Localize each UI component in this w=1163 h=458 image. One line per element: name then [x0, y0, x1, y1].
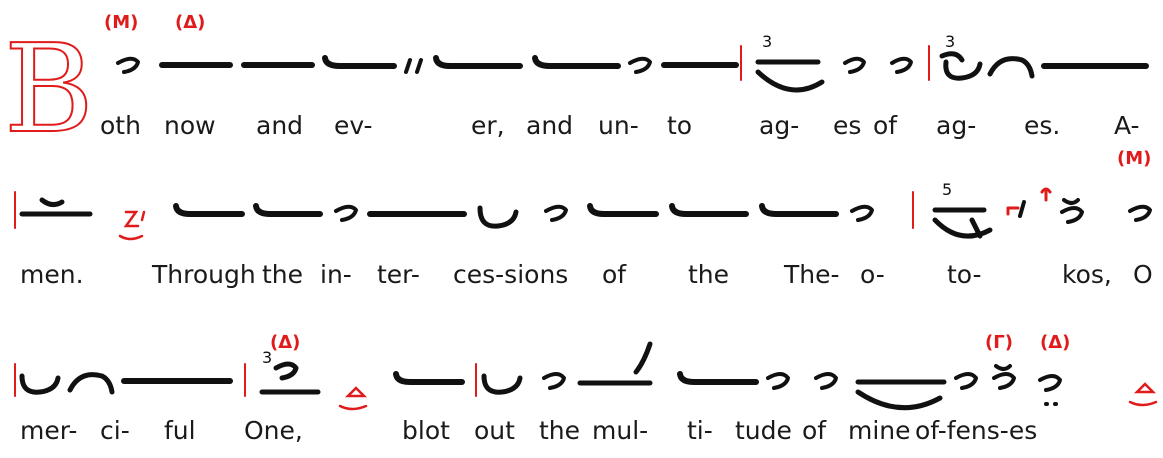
modal-annotation-delta: (Δ): [270, 332, 301, 353]
neume-apostrophos: [542, 372, 566, 390]
beat-number: 5: [942, 180, 953, 199]
neume-oligon: [393, 371, 465, 385]
neume-apostrophos: [1128, 204, 1152, 222]
lyric-syllable: One,: [244, 416, 303, 445]
lyric-syllable: and: [526, 111, 574, 140]
neume-gorgon-slur: [755, 59, 825, 93]
neume-oligon: [322, 55, 397, 69]
beat-number: 3: [945, 32, 956, 51]
neume-ison-with-petaste: [19, 197, 93, 217]
lyric-syllable: of: [873, 111, 898, 140]
neume-ison-with-apostrophos: [259, 361, 321, 395]
lyric-syllable: mine: [848, 416, 911, 445]
neume-apostrophos: [843, 56, 866, 74]
neume-apostrophos: [544, 204, 568, 222]
lyric-syllable: mul-: [592, 416, 649, 445]
lyric-syllable: and: [256, 111, 304, 140]
lyric-syllable: o-: [860, 260, 885, 289]
lyric-syllable: now: [164, 111, 216, 140]
neume-apostrophos: [814, 372, 838, 390]
neume-oligon: [759, 203, 839, 217]
staff-line-1: B (M) (Δ) 3 3 oth now and ev- er, and un…: [0, 0, 1163, 151]
neume-apostrophos-with-petaste: [992, 364, 1016, 390]
lyric-syllable: O: [1133, 260, 1153, 289]
modal-annotation-gamma: (Γ): [985, 332, 1013, 353]
neume-gorgon-slur: [932, 207, 993, 239]
lyric-syllable: of-fens-es: [915, 416, 1038, 445]
lyric-syllable: kos,: [1062, 260, 1112, 289]
drop-cap-initial: B: [3, 18, 95, 160]
neume-kentima: [481, 373, 523, 395]
lyric-syllable: Through: [152, 260, 256, 289]
martyria-sign: [118, 210, 146, 241]
lyric-syllable: oth: [100, 111, 141, 140]
neume-kentima: [19, 373, 61, 395]
lyric-syllable: ti-: [687, 416, 713, 445]
neume-oligon: [532, 55, 621, 69]
neume-oligon: [253, 203, 323, 217]
neume-row-1: [116, 45, 1149, 93]
lyric-syllable: blot: [402, 416, 450, 445]
martyria-sign: [338, 386, 368, 411]
neume-oligon: [433, 55, 523, 69]
neume-hyporroe: [67, 372, 115, 395]
neume-kentima: [939, 51, 983, 81]
beat-number: 3: [762, 32, 773, 51]
neume-apostrophos: [334, 204, 358, 222]
lyric-syllable: the: [688, 260, 730, 289]
lyric-syllable: ful: [164, 416, 196, 445]
lyric-syllable: ag-: [759, 111, 800, 140]
lyric-syllable: the: [539, 416, 581, 445]
lyric-syllable: un-: [598, 111, 639, 140]
lyric-syllable: ces-sions: [453, 260, 569, 289]
lyric-syllable: ci-: [100, 416, 130, 445]
lyric-syllable: A-: [1114, 111, 1140, 140]
fthora-sign: [1006, 187, 1052, 216]
neume-hyporroe: [987, 56, 1035, 79]
neume-apostrophos-with-dots: [1038, 374, 1062, 406]
neume-apostrophos: [890, 56, 913, 74]
modal-annotation-delta: (Δ): [175, 12, 206, 33]
neume-oligon: [173, 203, 245, 217]
lyric-syllable: tude: [735, 416, 792, 445]
neume-oligon: [677, 371, 759, 385]
neume-apostrophos: [628, 56, 652, 74]
lyric-syllable: of: [602, 260, 627, 289]
lyric-syllable: er,: [471, 111, 505, 140]
lyric-syllable: in-: [320, 260, 352, 289]
martyria-sign: [1128, 382, 1158, 407]
neume-apostrophos: [766, 372, 790, 390]
lyric-syllable: ev-: [334, 111, 373, 140]
lyric-syllable: mer-: [20, 416, 78, 445]
neume-kentima: [477, 205, 519, 229]
lyric-syllable: out: [474, 416, 515, 445]
modal-annotation-delta: (Δ): [1040, 332, 1071, 353]
beat-number: 3: [262, 348, 273, 367]
neume-gorgon-slur: [855, 379, 947, 411]
modal-annotation-m: (M): [1117, 148, 1152, 169]
lyric-syllable: es.: [1024, 111, 1061, 140]
lyric-syllable: es: [833, 111, 862, 140]
neume-apostrophos: [850, 204, 874, 222]
neume-row-3: [14, 341, 1158, 411]
lyric-syllable: ter-: [377, 260, 420, 289]
modal-annotation-m: (M): [104, 12, 139, 33]
lyric-syllable: the: [262, 260, 304, 289]
neume-oligon: [669, 203, 749, 217]
neume-ison-with-ypsili: [577, 341, 653, 386]
lyric-syllable: The-: [784, 260, 840, 289]
lyric-syllable: men.: [20, 260, 84, 289]
neume-oligon: [587, 203, 659, 217]
lyric-syllable: ag-: [936, 111, 977, 140]
lyric-syllable: to-: [947, 260, 982, 289]
neume-double-stroke: [404, 58, 423, 74]
staff-line-3: (Δ) 3 (Γ) (Δ) mer- ci- ful One, blot out…: [0, 302, 1163, 445]
neume-apostrophos-with-petaste: [1018, 198, 1084, 224]
staff-line-2: (M) 5 men. Through the in- ter- ces-sion…: [0, 150, 1163, 290]
neume-apostrophos: [954, 372, 978, 390]
lyric-syllable: of: [802, 416, 827, 445]
neume-row-2: [14, 187, 1152, 241]
lyric-syllable: to: [667, 111, 693, 140]
neume-apostrophos: [116, 56, 140, 74]
